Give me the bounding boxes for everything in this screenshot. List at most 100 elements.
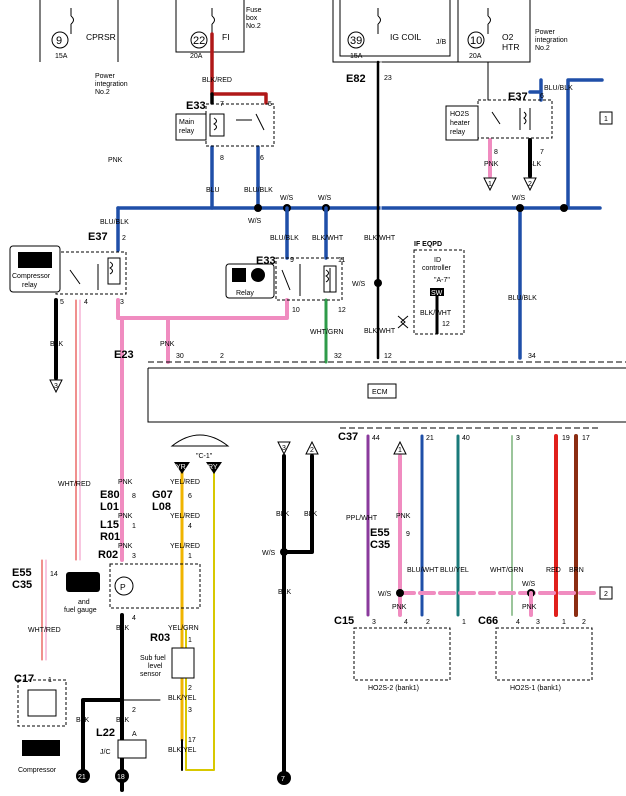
pin-r02-1: 1	[188, 553, 192, 560]
ifeqpd-label: IF EQPD	[414, 241, 442, 248]
main-relay-internals	[209, 113, 265, 137]
pin-c37-21: 21	[426, 435, 434, 442]
pin-l22-a: A	[132, 731, 137, 738]
conn-r01: R01	[100, 531, 120, 543]
offpage-flag-1: 1	[483, 177, 497, 192]
pin-c66-4: 4	[516, 619, 520, 626]
pin-e55-9: 9	[406, 531, 410, 538]
pin-c37-19: 19	[562, 435, 570, 442]
conn-r02: R02	[98, 549, 118, 561]
wire-label-blu-blk-left: BLU/BLK	[100, 219, 129, 226]
jc-label: J/C	[100, 749, 111, 756]
pin-c66-2: 2	[582, 619, 586, 626]
pin-c15-3: 3	[372, 619, 376, 626]
wire-label-pnk-9: PNK	[522, 604, 537, 611]
compressor-icon	[22, 740, 60, 756]
ground-7-label: 7	[281, 776, 285, 783]
pin-e23-30: 30	[176, 353, 184, 360]
wire-label-blk-2: BLK	[528, 161, 542, 168]
conn-e33a: E33	[186, 100, 206, 112]
pin-id-12: 12	[442, 321, 450, 328]
offpage-top-3-label: 3	[282, 445, 286, 452]
fuse-igcoil-amp: 15A	[350, 53, 363, 60]
id-signal-icon	[397, 315, 409, 329]
offpage-right-2-label: 2	[604, 591, 608, 598]
fuse-cprsr	[51, 8, 74, 49]
compressor-relay-label-1: Compressor	[12, 273, 51, 280]
pin-e33-7: 7	[220, 101, 224, 108]
wire-label-wht-grn-2: WHT/GRN	[490, 567, 523, 574]
sub-fuel-sensor	[171, 647, 195, 679]
wire-label-blk-red: BLK/RED	[202, 77, 232, 84]
compressor-box	[17, 679, 67, 727]
wire-label-yel-red-1: YEL/RED	[170, 479, 200, 486]
pin-e23-32: 32	[334, 353, 342, 360]
pin-c66-1: 1	[562, 619, 566, 626]
pin-e33-5: 5	[268, 101, 272, 108]
jc-box	[117, 739, 147, 759]
fuse-o2htr-amp: 20A	[469, 53, 482, 60]
fuse-cprsr-num: 9	[56, 35, 62, 47]
pin-c37-44: 44	[372, 435, 380, 442]
ho2s2-box	[353, 627, 451, 681]
wire-label-blu-blk-1: BLU/BLK	[244, 187, 273, 194]
wire-label-ws-5: W/S	[352, 281, 366, 288]
wire-label-ws-1: W/S	[280, 195, 294, 202]
meter-c1: "C-1"	[196, 453, 213, 460]
offpage-top-1: 1	[393, 440, 407, 455]
splices-bus	[254, 204, 568, 212]
wire-label-pnk-6: PNK	[118, 543, 133, 550]
main-relay-label-box	[175, 113, 207, 141]
wire-label-blu: BLU	[206, 187, 220, 194]
conn-e82: E82	[346, 73, 366, 85]
pin-e37l-4: 4	[84, 299, 88, 306]
ho2s2-label: HO2S-2 (bank1)	[368, 685, 419, 692]
wire-label-pnk-7: PNK	[396, 513, 411, 520]
fuel-pump-p: P	[120, 582, 126, 592]
note-power-integration-r1: Power	[535, 29, 556, 36]
ecm-label-box	[367, 383, 397, 399]
ground-18: 18	[115, 769, 129, 783]
pin-g07-6: 6	[188, 493, 192, 500]
conn-r03: R03	[150, 632, 170, 644]
conn-e80: E80	[100, 489, 120, 501]
pin-e80-8: 8	[132, 493, 136, 500]
jb-label: J/B	[436, 39, 446, 46]
pin-r02-4: 4	[132, 615, 136, 622]
id-sw-label: SW	[431, 290, 443, 297]
conn-c37: C37	[338, 431, 358, 443]
wire-label-blu-blk-ecm: BLU/BLK	[508, 295, 537, 302]
conn-e33b: E33	[256, 255, 276, 267]
splice-ho2s2	[396, 589, 404, 597]
note-fusebox-1: Fuse	[246, 7, 262, 14]
main-relay-label-2: relay	[179, 128, 195, 135]
ground-21: 21	[76, 769, 90, 783]
pin-e37l-5: 5	[60, 299, 64, 306]
wire-label-ws-6: W/S	[262, 550, 276, 557]
pin-c15-1: 1	[462, 619, 466, 626]
sub-fuel-label-2: level	[148, 663, 163, 670]
meter-yr-marker	[174, 462, 190, 474]
fuse-o2htr-num: 10	[470, 35, 482, 47]
pin-l22-17: 17	[188, 737, 196, 744]
meter-ry-marker	[206, 462, 222, 474]
wire-label-blu-blk-r: BLU/BLK	[544, 85, 573, 92]
note-power-integration-2: integration	[95, 81, 128, 88]
id-sw-icon	[430, 288, 444, 296]
sub-fuel-label-3: sensor	[140, 671, 162, 678]
wire-blu-blk-ho2s	[528, 78, 543, 102]
wire-blk-ground	[81, 698, 124, 772]
compressor-label: Compressor	[18, 767, 57, 774]
offpage-flag-3: 3	[49, 379, 63, 394]
wire-label-blu-blk-9: BLU/BLK	[270, 235, 299, 242]
wire-label-blk-yel-1: BLK/YEL	[168, 695, 197, 702]
wire-label-yel-grn: YEL/GRN	[168, 625, 199, 632]
conn-c35a: C35	[12, 579, 32, 591]
pin-c37-3: 3	[516, 435, 520, 442]
conn-g07: G07	[152, 489, 173, 501]
pin-e37-8: 8	[494, 149, 498, 156]
ho2s-relay-label-box	[445, 105, 479, 141]
pin-e33b-12: 12	[338, 307, 346, 314]
relay-icon-right	[251, 268, 265, 282]
conn-e37b: E37	[508, 91, 528, 103]
